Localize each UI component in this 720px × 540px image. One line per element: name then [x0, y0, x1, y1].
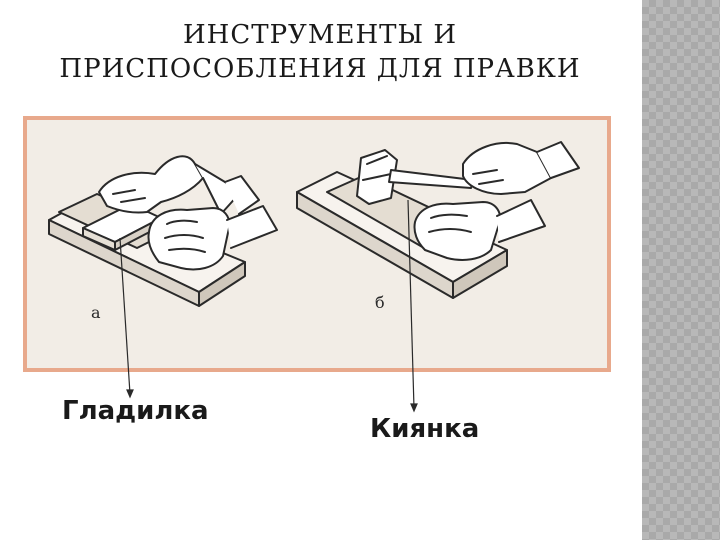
title-line-1: ИНСТРУМЕНТЫ И	[182, 20, 457, 50]
decorative-side-strip	[642, 0, 720, 540]
panel-a-letter: а	[91, 303, 101, 322]
pointer-arrow-mallet-icon	[410, 403, 418, 413]
label-smoother: Гладилка	[62, 396, 209, 426]
label-mallet: Киянка	[370, 414, 480, 444]
panel-b-drawing	[296, 141, 580, 299]
illustration-frame: а б	[23, 116, 611, 372]
pointer-arrow-smoother-icon	[126, 389, 134, 399]
panel-a-drawing	[48, 155, 278, 307]
slide-title: ИНСТРУМЕНТЫ И ПРИСПОСОБЛЕНИЯ ДЛЯ ПРАВКИ	[0, 18, 640, 86]
panel-b-letter: б	[375, 293, 385, 312]
straightening-illustration: а б	[48, 141, 580, 322]
pointer-line-mallet	[407, 199, 415, 409]
pointer-line-smoother	[119, 237, 131, 395]
title-line-2: ПРИСПОСОБЛЕНИЯ ДЛЯ ПРАВКИ	[59, 54, 581, 84]
